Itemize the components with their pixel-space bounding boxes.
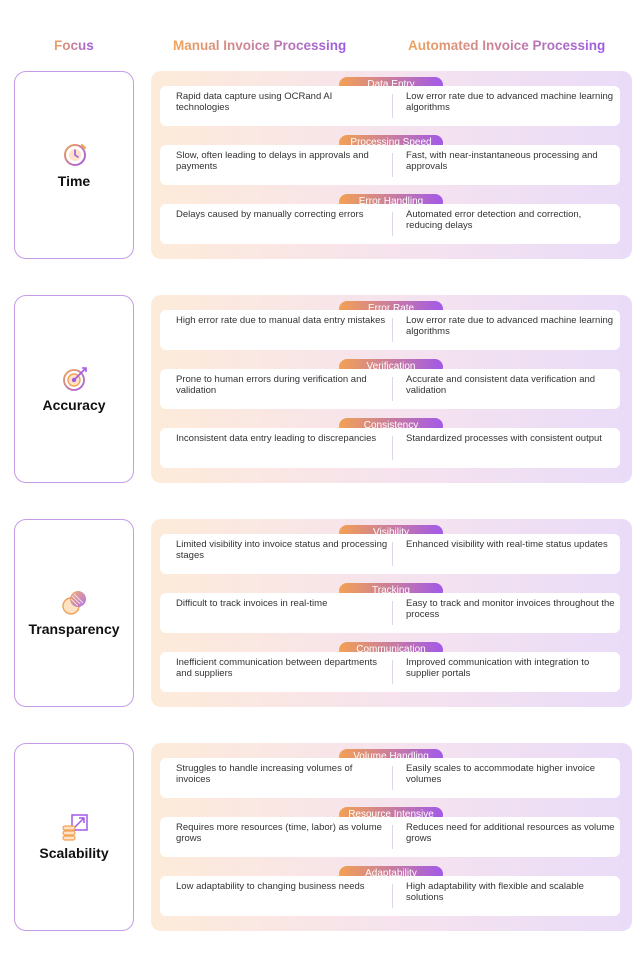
- section-scalability: Scalability Volume Handling Struggles to…: [14, 743, 632, 933]
- manual-text: Prone to human errors during verificatio…: [176, 374, 367, 396]
- comparison-row: Rapid data capture using OCRand AI techn…: [160, 86, 620, 126]
- scalability-icon: [62, 814, 88, 841]
- automated-text: Automated error detection and correction…: [406, 209, 582, 231]
- automated-text: Accurate and consistent data verificatio…: [406, 374, 596, 396]
- comparison-row: Struggles to handle increasing volumes o…: [160, 758, 620, 798]
- comparison-row: High error rate due to manual data entry…: [160, 310, 620, 350]
- comparison-panel: Visibility Limited visibility into invoi…: [151, 519, 632, 707]
- comparison-row: Low adaptability to changing business ne…: [160, 876, 620, 916]
- manual-text: Requires more resources (time, labor) as…: [176, 822, 382, 844]
- row-divider: [392, 153, 393, 177]
- row-divider: [392, 766, 393, 790]
- row-divider: [392, 436, 393, 460]
- focus-label: Transparency: [28, 621, 120, 637]
- focus-label: Scalability: [39, 845, 109, 861]
- focus-card-scalability: Scalability: [14, 743, 134, 931]
- header-focus: Focus: [54, 38, 94, 53]
- manual-text: Delays caused by manually correcting err…: [176, 209, 364, 220]
- focus-card-time: Time: [14, 71, 134, 259]
- manual-text: Slow, often leading to delays in approva…: [176, 150, 369, 172]
- manual-text: Struggles to handle increasing volumes o…: [176, 763, 353, 785]
- focus-card-transparency: Transparency: [14, 519, 134, 707]
- target-icon: [63, 367, 87, 391]
- focus-card-accuracy: Accuracy: [14, 295, 134, 483]
- automated-text: Low error rate due to advanced machine l…: [406, 315, 614, 337]
- row-divider: [392, 318, 393, 342]
- comparison-row: Delays caused by manually correcting err…: [160, 204, 620, 244]
- comparison-row: Limited visibility into invoice status a…: [160, 534, 620, 574]
- automated-text: Easy to track and monitor invoices throu…: [406, 598, 615, 620]
- comparison-row: Inconsistent data entry leading to discr…: [160, 428, 620, 468]
- manual-text: High error rate due to manual data entry…: [176, 315, 386, 326]
- manual-text: Inefficient communication between depart…: [176, 657, 378, 679]
- comparison-row: Slow, often leading to delays in approva…: [160, 145, 620, 185]
- automated-text: Low error rate due to advanced machine l…: [406, 91, 614, 113]
- manual-text: Limited visibility into invoice status a…: [176, 539, 388, 561]
- row-divider: [392, 377, 393, 401]
- section-time: Time Data Entry Rapid data capture using…: [14, 71, 632, 261]
- automated-text: Enhanced visibility with real-time statu…: [406, 539, 608, 550]
- row-divider: [392, 601, 393, 625]
- row-divider: [392, 542, 393, 566]
- section-accuracy: Accuracy Error Rate High error rate due …: [14, 295, 632, 485]
- row-divider: [392, 94, 393, 118]
- comparison-row: Requires more resources (time, labor) as…: [160, 817, 620, 857]
- comparison-row: Difficult to track invoices in real-time…: [160, 593, 620, 633]
- comparison-row: Inefficient communication between depart…: [160, 652, 620, 692]
- comparison-panel: Volume Handling Struggles to handle incr…: [151, 743, 632, 931]
- comparison-panel: Error Rate High error rate due to manual…: [151, 295, 632, 483]
- row-divider: [392, 660, 393, 684]
- manual-text: Inconsistent data entry leading to discr…: [176, 433, 377, 444]
- row-divider: [392, 825, 393, 849]
- automated-text: Improved communication with integration …: [406, 657, 590, 679]
- comparison-row: Prone to human errors during verificatio…: [160, 369, 620, 409]
- comparison-panel: Data Entry Rapid data capture using OCRa…: [151, 71, 632, 259]
- automated-text: High adaptability with flexible and scal…: [406, 881, 584, 903]
- automated-text: Reduces need for additional resources as…: [406, 822, 615, 844]
- automated-text: Fast, with near-instantaneous processing…: [406, 150, 598, 172]
- clock-icon: [64, 144, 86, 166]
- header-automated-invoice-processing: Automated Invoice Processing: [408, 38, 606, 53]
- header-manual-invoice-processing: Manual Invoice Processing: [173, 38, 347, 53]
- row-divider: [392, 212, 393, 236]
- transparency-icon: [62, 591, 86, 615]
- manual-text: Low adaptability to changing business ne…: [176, 881, 365, 892]
- manual-text: Difficult to track invoices in real-time: [176, 598, 328, 609]
- automated-text: Easily scales to accommodate higher invo…: [406, 763, 596, 785]
- focus-label: Accuracy: [42, 397, 106, 413]
- row-divider: [392, 884, 393, 908]
- manual-text: Rapid data capture using OCRand AI techn…: [176, 91, 333, 113]
- focus-label: Time: [57, 173, 91, 189]
- section-transparency: Transparency Visibility Limited visibili…: [14, 519, 632, 709]
- automated-text: Standardized processes with consistent o…: [406, 433, 602, 444]
